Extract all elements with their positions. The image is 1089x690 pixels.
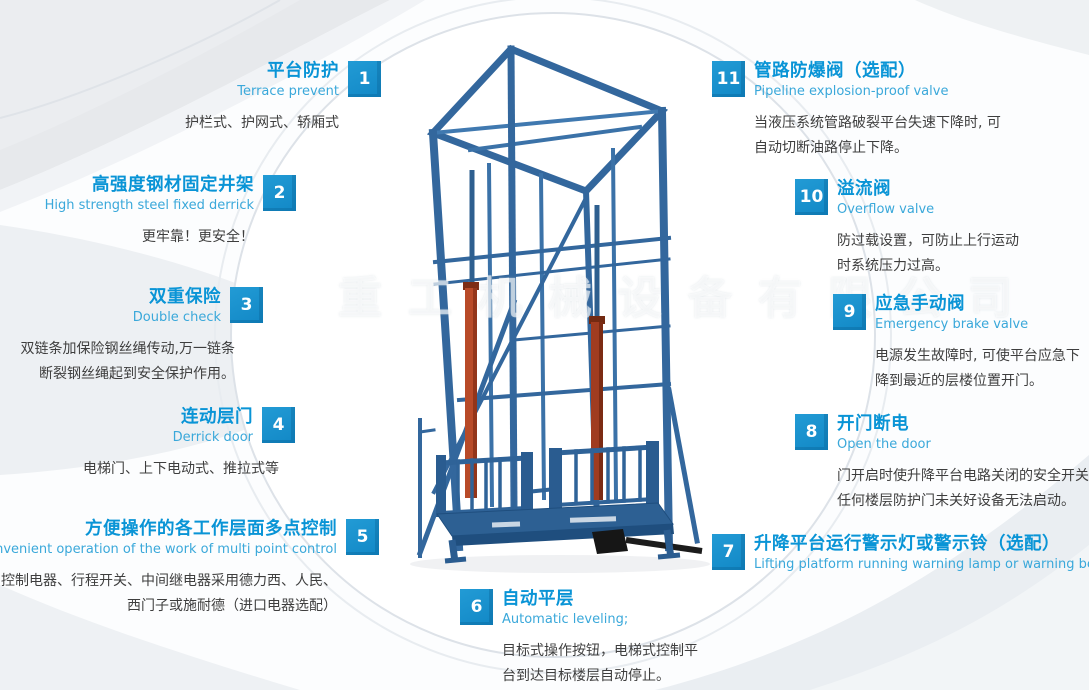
- feature-2-desc-line: 更牢靠！更安全！: [142, 229, 254, 245]
- feature-4-title-zh: 连动层门: [181, 407, 253, 427]
- feature-6-title-en: Automatic leveling;: [502, 612, 629, 627]
- feature-10-number-badge: 10: [795, 179, 828, 215]
- feature-7-title-zh: 升降平台运行警示灯或警示铃（选配）: [754, 534, 1060, 554]
- feature-3-desc-line: 断裂钢丝绳起到安全保护作用。: [39, 366, 235, 382]
- feature-4-number-badge: 4: [262, 407, 295, 443]
- feature-1-desc-line: 护栏式、护网式、轿厢式: [185, 115, 339, 131]
- feature-1-number-badge: 1: [348, 61, 381, 97]
- feature-2-fixed-derrick: 高强度钢材固定井架 High strength steel fixed derr…: [45, 174, 296, 250]
- backdrop-outer-ring: [214, 0, 892, 674]
- feature-5-title-zh: 方便操作的各工作层面多点控制: [85, 519, 337, 539]
- feature-11-desc-line: 当液压系统管路破裂平台失速下降时, 可: [754, 115, 1001, 131]
- feature-11-explosion-proof-valve: 11 管路防爆阀（选配） Pipeline explosion-proof va…: [712, 60, 1001, 161]
- feature-5-multi-point-control: 方便操作的各工作层面多点控制 Convenient operation of t…: [0, 518, 379, 619]
- feature-5-desc-line: 西门子或施耐德（进口电器选配）: [127, 598, 337, 614]
- feature-8-title-zh: 开门断电: [837, 414, 909, 434]
- feature-6-desc-line: 目标式操作按钮，电梯式控制平: [502, 643, 698, 659]
- feature-7-title-en: Lifting platform running warning lamp or…: [754, 557, 1089, 572]
- feature-6-automatic-leveling: 6 自动平层 Automatic leveling; 目标式操作按钮，电梯式控制…: [460, 588, 698, 689]
- feature-6-number-badge: 6: [460, 589, 493, 625]
- feature-8-open-door-power-off: 8 开门断电 Open the door 门开启时使升降平台电路关闭的安全开关 …: [795, 413, 1089, 514]
- feature-6-desc-line: 台到达目标楼层自动停止。: [502, 668, 670, 684]
- feature-4-desc-line: 电梯门、上下电动式、推拉式等: [83, 461, 279, 477]
- feature-8-desc-line: 门开启时使升降平台电路关闭的安全开关: [837, 468, 1089, 484]
- feature-2-number-badge: 2: [263, 175, 296, 211]
- feature-5-desc-line: 控制电器、行程开关、中间继电器采用德力西、人民、: [1, 573, 337, 589]
- feature-3-number-badge: 3: [230, 287, 263, 323]
- feature-11-title-zh: 管路防爆阀（选配）: [754, 61, 916, 81]
- feature-3-title-en: Double check: [132, 310, 221, 325]
- feature-2-title-zh: 高强度钢材固定井架: [92, 175, 254, 195]
- lift-platform: [436, 441, 703, 564]
- feature-1-title-en: Terrace prevent: [237, 84, 339, 99]
- feature-10-desc-line: 时系统压力过高。: [837, 258, 949, 274]
- feature-7-warning-lamp: 7 升降平台运行警示灯或警示铃（选配） Lifting platform run…: [712, 533, 1089, 573]
- feature-9-emergency-valve: 9 应急手动阀 Emergency brake valve 电源发生故障时, 可…: [833, 293, 1080, 394]
- feature-10-desc-line: 防过载设置，可防止上行运动: [837, 233, 1019, 249]
- feature-8-desc-line: 任何楼层防护门未关好设备无法启动。: [837, 493, 1075, 509]
- hydraulic-cylinders: [463, 170, 605, 500]
- feature-5-title-en: Convenient operation of the work of mult…: [0, 542, 337, 557]
- feature-5-number-badge: 5: [346, 519, 379, 555]
- feature-10-overflow-valve: 10 溢流阀 Overflow valve 防过载设置，可防止上行运动 时系统压…: [795, 178, 1019, 279]
- feature-11-title-en: Pipeline explosion-proof valve: [754, 84, 949, 99]
- feature-8-number-badge: 8: [795, 414, 828, 450]
- feature-9-title-zh: 应急手动阀: [875, 294, 965, 314]
- feature-10-title-zh: 溢流阀: [837, 179, 891, 199]
- feature-11-desc-line: 自动切断油路停止下降。: [754, 140, 908, 156]
- feature-9-number-badge: 9: [833, 294, 866, 330]
- feature-1-platform-protection: 平台防护 Terrace prevent 1 护栏式、护网式、轿厢式: [185, 60, 381, 136]
- feature-10-title-en: Overflow valve: [837, 202, 935, 217]
- feature-2-title-en: High strength steel fixed derrick: [44, 198, 254, 213]
- feature-3-title-zh: 双重保险: [149, 287, 221, 307]
- feature-4-title-en: Derrick door: [172, 430, 253, 445]
- feature-11-number-badge: 11: [712, 61, 745, 97]
- feature-4-derrick-door: 连动层门 Derrick door 4 电梯门、上下电动式、推拉式等: [83, 406, 295, 482]
- feature-6-title-zh: 自动平层: [502, 589, 574, 609]
- feature-3-desc-line: 双链条加保险钢丝绳传动,万一链条: [20, 341, 235, 357]
- feature-9-desc-line: 电源发生故障时, 可使平台应急下: [875, 348, 1080, 364]
- feature-7-number-badge: 7: [712, 534, 745, 570]
- feature-9-desc-line: 降到最近的层楼位置开门。: [875, 373, 1043, 389]
- feature-1-title-zh: 平台防护: [267, 61, 339, 81]
- feature-8-title-en: Open the door: [837, 437, 931, 452]
- feature-9-title-en: Emergency brake valve: [875, 317, 1029, 332]
- feature-3-double-check: 双重保险 Double check 3 双链条加保险钢丝绳传动,万一链条 断裂钢…: [21, 286, 263, 387]
